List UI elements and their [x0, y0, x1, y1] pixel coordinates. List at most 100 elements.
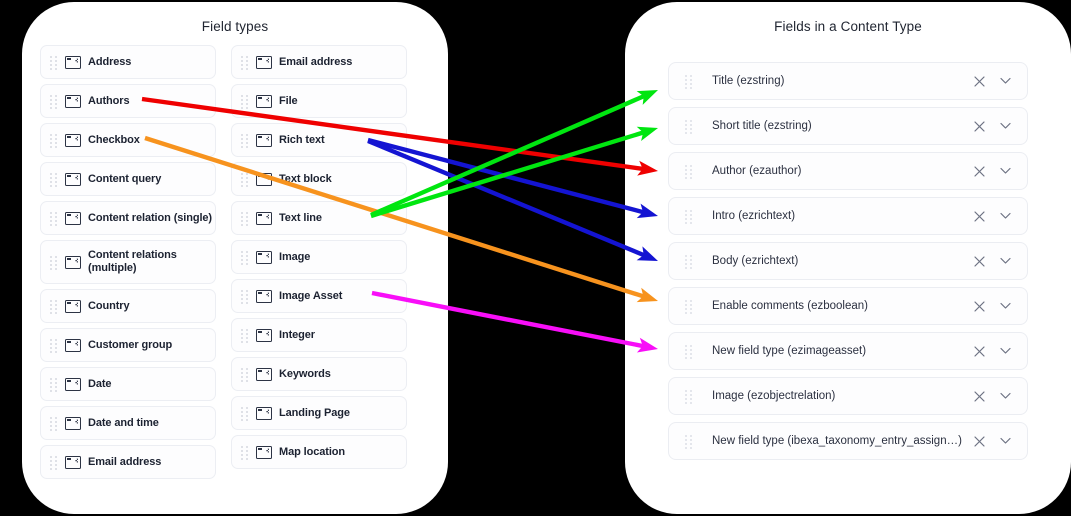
field-type-chip[interactable]: Image	[231, 240, 407, 274]
field-type-icon	[256, 55, 272, 69]
content-type-field-row[interactable]: Enable comments (ezboolean)	[668, 287, 1028, 325]
drag-handle-icon[interactable]	[50, 133, 59, 148]
chevron-down-icon[interactable]	[997, 163, 1013, 179]
field-type-label: Country	[88, 299, 130, 312]
field-type-chip[interactable]: Content query	[40, 162, 216, 196]
drag-handle-icon[interactable]	[241, 328, 250, 343]
field-type-icon	[256, 328, 272, 342]
field-type-icon	[65, 455, 81, 469]
field-type-chip[interactable]: Text line	[231, 201, 407, 235]
drag-handle-icon[interactable]	[50, 299, 59, 314]
field-type-chip[interactable]: Authors	[40, 84, 216, 118]
content-type-field-row[interactable]: Short title (ezstring)	[668, 107, 1028, 145]
field-type-icon	[65, 133, 81, 147]
field-type-chip[interactable]: Date and time	[40, 406, 216, 440]
close-icon[interactable]	[971, 253, 987, 269]
drag-handle-icon[interactable]	[50, 338, 59, 353]
close-icon[interactable]	[971, 298, 987, 314]
close-icon[interactable]	[971, 433, 987, 449]
close-icon[interactable]	[971, 208, 987, 224]
drag-handle-icon[interactable]	[685, 389, 694, 404]
drag-handle-icon[interactable]	[241, 172, 250, 187]
drag-handle-icon[interactable]	[685, 209, 694, 224]
drag-handle-icon[interactable]	[50, 172, 59, 187]
close-icon[interactable]	[971, 163, 987, 179]
chevron-down-icon[interactable]	[997, 433, 1013, 449]
field-type-label: Image Asset	[279, 289, 343, 302]
field-type-chip[interactable]: Content relation (single)	[40, 201, 216, 235]
chevron-down-icon[interactable]	[997, 118, 1013, 134]
drag-handle-icon[interactable]	[685, 119, 694, 134]
content-type-field-row[interactable]: Title (ezstring)	[668, 62, 1028, 100]
field-type-chip[interactable]: Country	[40, 289, 216, 323]
drag-handle-icon[interactable]	[241, 94, 250, 109]
drag-handle-icon[interactable]	[50, 416, 59, 431]
field-type-label: Rich text	[279, 133, 325, 146]
close-icon[interactable]	[971, 343, 987, 359]
content-type-field-label: Intro (ezrichtext)	[712, 210, 796, 222]
content-type-fields-panel: Fields in a Content Type Title (ezstring…	[625, 2, 1071, 514]
drag-handle-icon[interactable]	[685, 254, 694, 269]
content-type-field-label: Short title (ezstring)	[712, 120, 812, 132]
content-type-field-row[interactable]: Intro (ezrichtext)	[668, 197, 1028, 235]
field-type-chip[interactable]: Address	[40, 45, 216, 79]
field-type-chip[interactable]: Keywords	[231, 357, 407, 391]
field-type-chip[interactable]: Map location	[231, 435, 407, 469]
chevron-down-icon[interactable]	[997, 73, 1013, 89]
field-type-chip[interactable]: Customer group	[40, 328, 216, 362]
drag-handle-icon[interactable]	[241, 133, 250, 148]
field-type-icon	[65, 338, 81, 352]
field-type-chip[interactable]: Text block	[231, 162, 407, 196]
field-type-chip[interactable]: Date	[40, 367, 216, 401]
drag-handle-icon[interactable]	[685, 164, 694, 179]
drag-handle-icon[interactable]	[50, 211, 59, 226]
field-type-chip[interactable]: Email address	[231, 45, 407, 79]
close-icon[interactable]	[971, 118, 987, 134]
field-type-label: Text line	[279, 211, 322, 224]
drag-handle-icon[interactable]	[50, 377, 59, 392]
drag-handle-icon[interactable]	[50, 55, 59, 70]
drag-handle-icon[interactable]	[685, 74, 694, 89]
drag-handle-icon[interactable]	[241, 289, 250, 304]
close-icon[interactable]	[971, 388, 987, 404]
content-type-field-row[interactable]: Author (ezauthor)	[668, 152, 1028, 190]
drag-handle-icon[interactable]	[241, 406, 250, 421]
chevron-down-icon[interactable]	[997, 388, 1013, 404]
content-type-field-label: New field type (ezimageasset)	[712, 345, 867, 357]
drag-handle-icon[interactable]	[685, 434, 694, 449]
drag-handle-icon[interactable]	[50, 455, 59, 470]
field-type-chip[interactable]: Landing Page	[231, 396, 407, 430]
field-type-chip[interactable]: Integer	[231, 318, 407, 352]
content-type-field-row[interactable]: New field type (ezimageasset)	[668, 332, 1028, 370]
drag-handle-icon[interactable]	[241, 367, 250, 382]
drag-handle-icon[interactable]	[50, 255, 59, 270]
drag-handle-icon[interactable]	[241, 211, 250, 226]
chevron-down-icon[interactable]	[997, 208, 1013, 224]
drag-handle-icon[interactable]	[685, 344, 694, 359]
field-type-chip[interactable]: Image Asset	[231, 279, 407, 313]
field-type-icon	[256, 133, 272, 147]
content-type-field-row[interactable]: Body (ezrichtext)	[668, 242, 1028, 280]
field-type-label: Keywords	[279, 367, 331, 380]
content-type-field-row[interactable]: New field type (ibexa_taxonomy_entry_ass…	[668, 422, 1028, 460]
field-type-chip[interactable]: Content relations (multiple)	[40, 240, 216, 284]
drag-handle-icon[interactable]	[50, 94, 59, 109]
chevron-down-icon[interactable]	[997, 298, 1013, 314]
field-type-label: Text block	[279, 172, 332, 185]
drag-handle-icon[interactable]	[685, 299, 694, 314]
field-types-panel-title: Field types	[201, 19, 269, 34]
close-icon[interactable]	[971, 73, 987, 89]
content-type-field-row[interactable]: Image (ezobjectrelation)	[668, 377, 1028, 415]
field-type-chip[interactable]: Email address	[40, 445, 216, 479]
drag-handle-icon[interactable]	[241, 250, 250, 265]
field-type-chip[interactable]: Checkbox	[40, 123, 216, 157]
field-type-icon	[256, 250, 272, 264]
field-type-icon	[256, 367, 272, 381]
field-type-chip[interactable]: File	[231, 84, 407, 118]
chevron-down-icon[interactable]	[997, 253, 1013, 269]
drag-handle-icon[interactable]	[241, 55, 250, 70]
chevron-down-icon[interactable]	[997, 343, 1013, 359]
field-type-chip[interactable]: Rich text	[231, 123, 407, 157]
content-type-field-label: Author (ezauthor)	[712, 165, 802, 177]
drag-handle-icon[interactable]	[241, 445, 250, 460]
